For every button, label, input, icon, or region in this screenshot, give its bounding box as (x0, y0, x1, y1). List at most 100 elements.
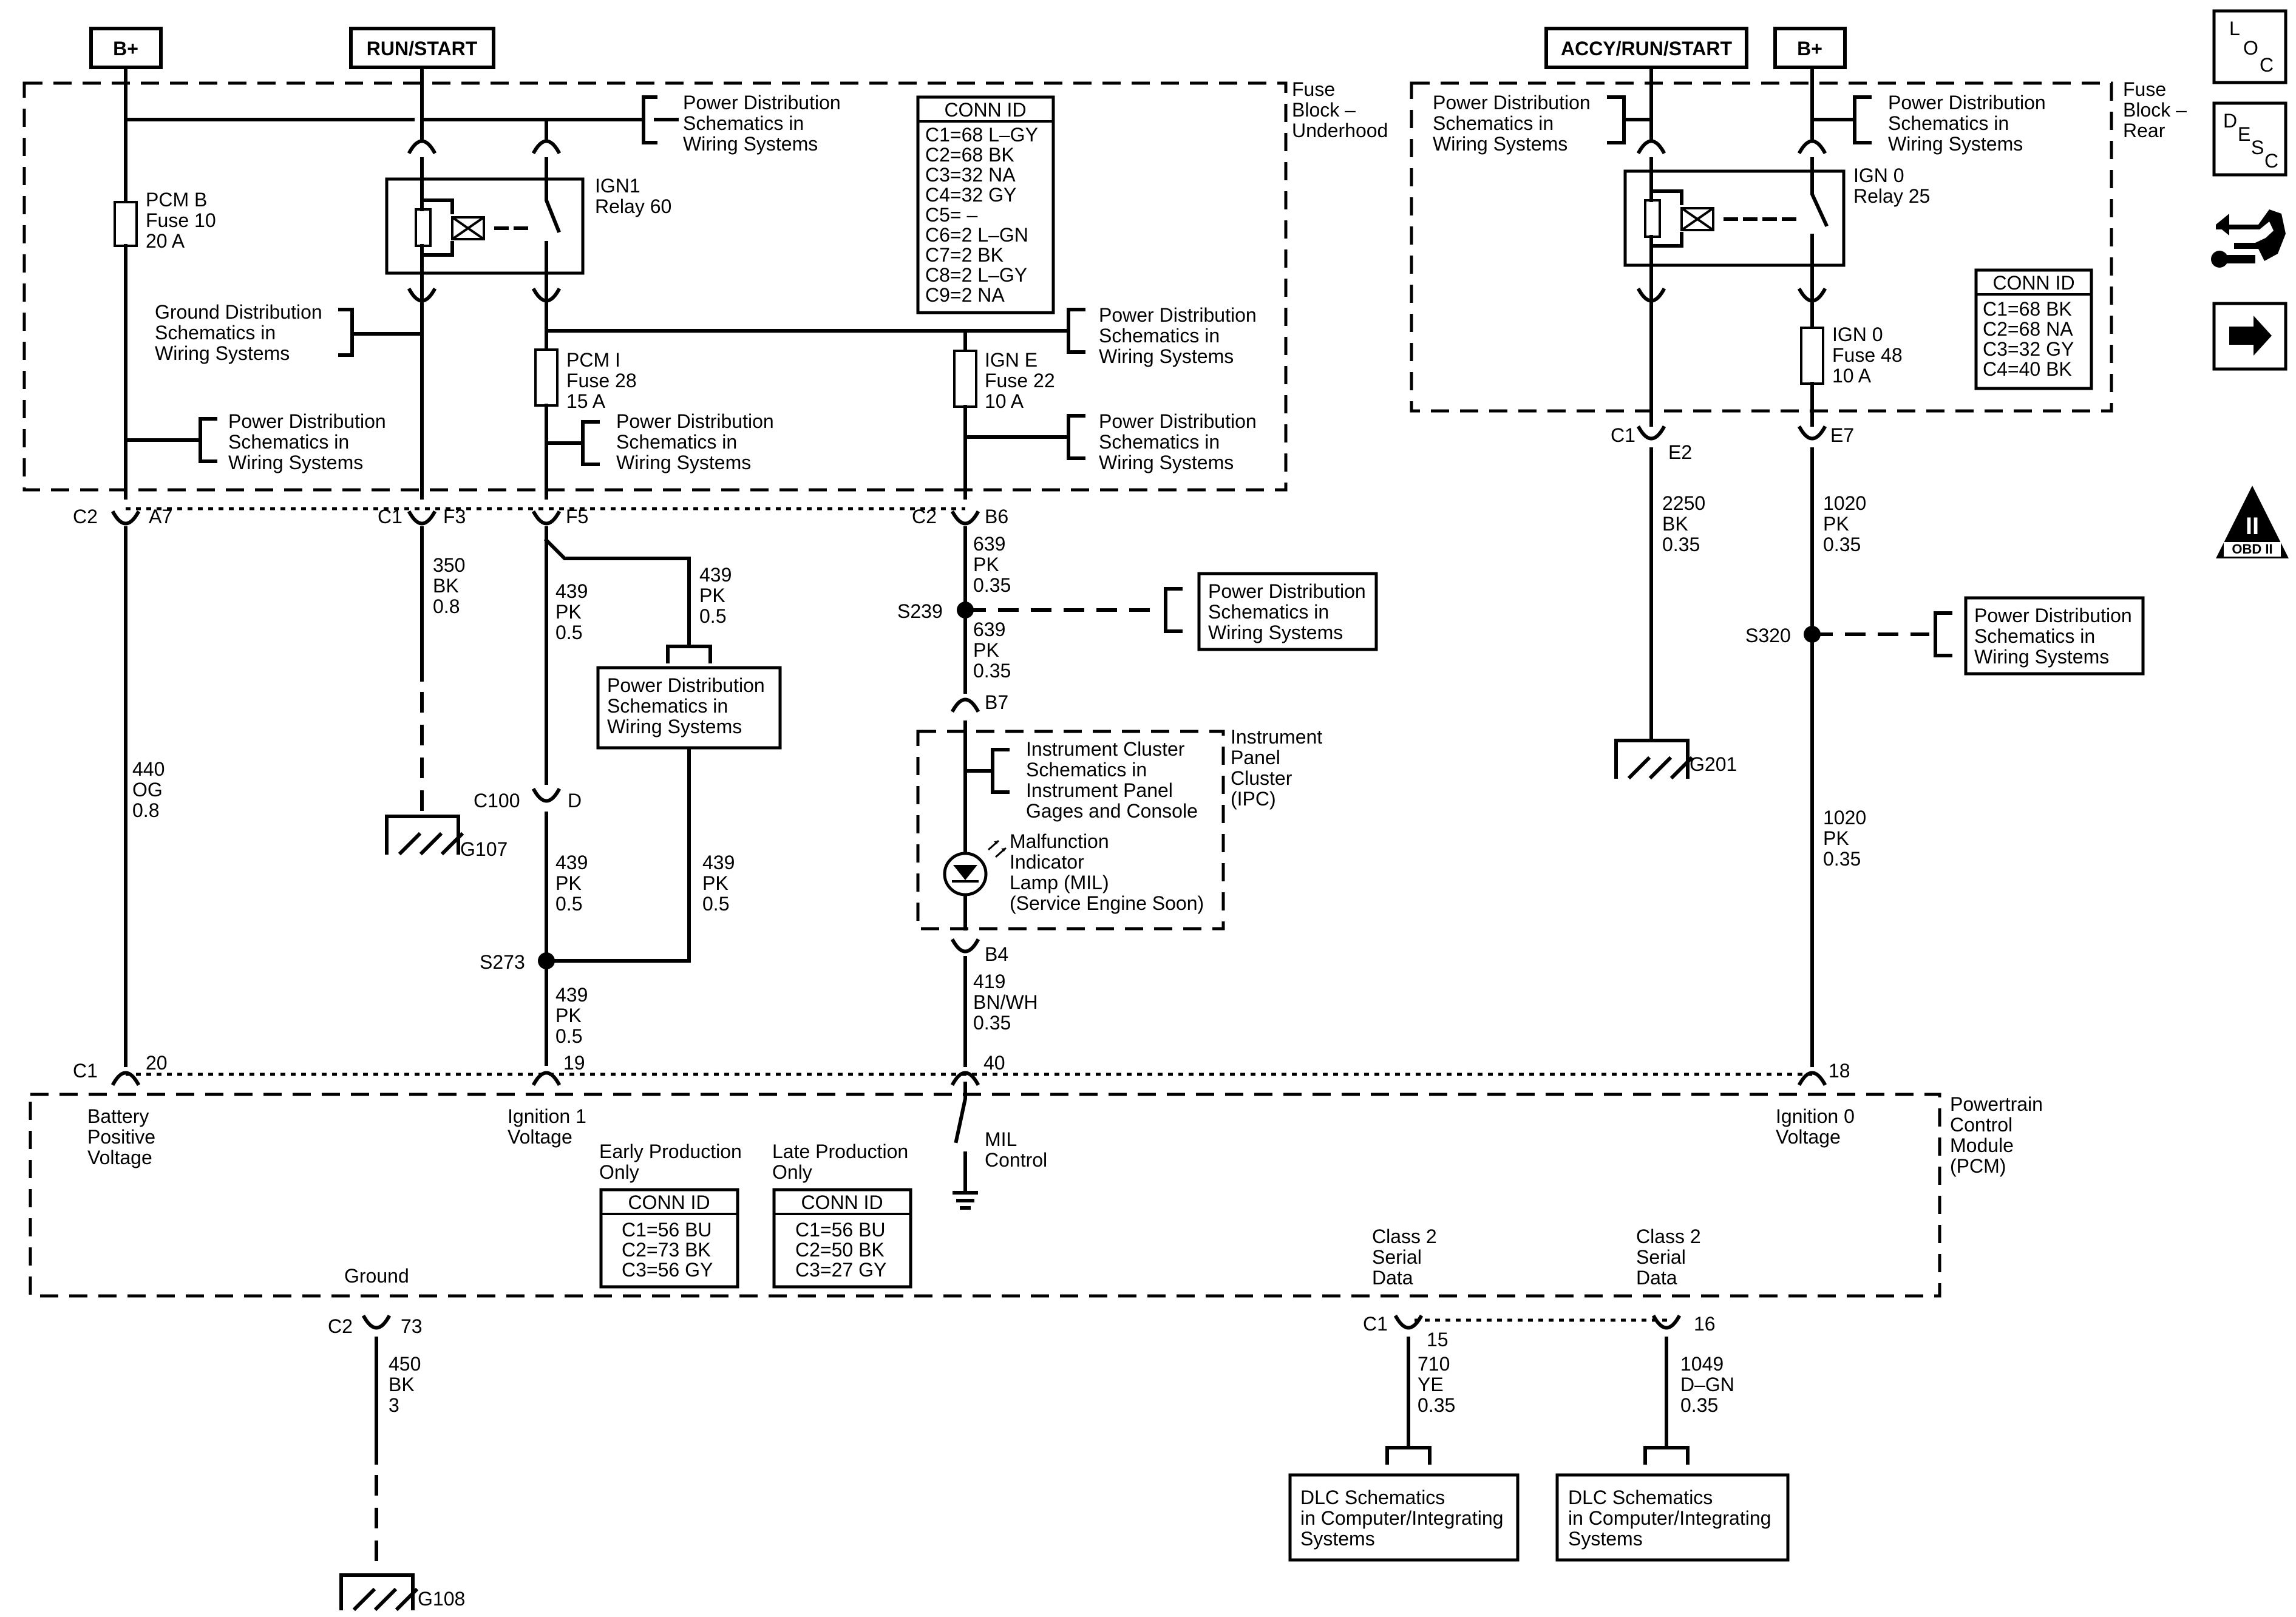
pcm-class2-b-label: Class 2 Serial Data (1636, 1225, 1707, 1289)
pcm-boundary (29, 1093, 1941, 1298)
fuse-block-underhood-boundary (22, 81, 1288, 492)
source-accy-run-start: ACCY/RUN/START (1544, 27, 1748, 69)
conn-18-label: 18 (1829, 1060, 1850, 1082)
conn-e7-label: E7 (1830, 424, 1854, 446)
class2-circuits (1385, 1337, 1690, 1465)
svg-text:CONN ID: CONN ID (628, 1192, 710, 1213)
conn-16-label: 16 (1694, 1313, 1716, 1335)
conn-id-rear: CONN ID C1=68 BK C2=68 NA C3=32 GY C4=40… (1974, 268, 2093, 390)
conn-c100-label: C100 (474, 790, 520, 812)
pcm-class2-a-label: Class 2 Serial Data (1372, 1225, 1442, 1289)
conn-40-label: 40 (983, 1052, 1005, 1074)
svg-text:CONN ID: CONN ID (801, 1192, 883, 1213)
conn-20-label: 20 (146, 1052, 168, 1074)
splice-s239 (957, 602, 974, 619)
pcm-ground-label: Ground (344, 1265, 409, 1287)
conn-id-underhood: CONN ID C1=68 L–GY C2=68 BK C3=32 NA C4=… (916, 95, 1055, 314)
svg-text:B+: B+ (1797, 38, 1822, 59)
svg-text:OBD II: OBD II (2232, 541, 2272, 557)
fuse-ign-0: IGN 0 Fuse 48 10 A (1832, 324, 1908, 387)
circuit-ign-e (953, 329, 1070, 1067)
svg-text:C: C (2264, 150, 2278, 172)
svg-text:E: E (2238, 123, 2250, 145)
conn-c1-label: C1 (378, 506, 402, 527)
wire-440: 440 OG 0.8 (132, 758, 170, 821)
splice-s239-label: S239 (897, 600, 943, 622)
svg-text:C1=56 BU C2=73 BK: C1=56 BU C2=73 BK C3=56 GY (622, 1219, 717, 1281)
conn-c1-pcm-label: C1 (73, 1060, 98, 1082)
ground-g107: G107 (385, 815, 508, 860)
relay-ign0-label: IGN 0 Relay 25 (1853, 164, 1930, 207)
conn-73-label: 73 (401, 1315, 423, 1337)
svg-text:C1=56 BU C2=50 BK: C1=56 BU C2=50 BK C3=27 GY (795, 1219, 891, 1281)
conn-b6-label: B6 (985, 506, 1008, 527)
ipc-label: Instrument Panel Cluster (IPC) (1231, 726, 1328, 810)
conn-c1-class2-label: C1 (1363, 1313, 1388, 1335)
wire-639b: 639 PK 0.35 (973, 619, 1011, 682)
conn-f3-label: F3 (443, 506, 466, 527)
wire-439d: 439 PK 0.5 (702, 852, 740, 915)
svg-text:II: II (2246, 513, 2259, 540)
conn-19-label: 19 (563, 1052, 585, 1074)
circuit-pcm-i (534, 296, 967, 1066)
conn-f5-label: F5 (566, 506, 588, 527)
wire-1049: 1049 D–GN 0.35 (1680, 1353, 1740, 1416)
fuse-ign-e: IGN E Fuse 22 10 A (985, 349, 1061, 412)
wire-350: 350 BK 0.8 (433, 554, 470, 617)
source-run-start: RUN/START (349, 27, 495, 69)
wire-439e: 439 PK 0.5 (555, 984, 593, 1047)
svg-text:L: L (2229, 18, 2240, 39)
splice-s273-label: S273 (480, 951, 525, 973)
svg-text:B+: B+ (113, 38, 138, 59)
pcm-label: Powertrain Control Module (PCM) (1950, 1093, 2048, 1177)
pcm-ign1-label: Ignition 1 Voltage (508, 1105, 592, 1148)
svg-text:C1=68 BK C2=68 NA: C1=68 BK C2=68 NA C3=32 GY C4=40 BK (1983, 298, 2079, 380)
conn-b4-label: B4 (985, 943, 1008, 965)
wire-439b: 439 PK 0.5 (699, 564, 737, 627)
circuit-ign0 (1649, 296, 1824, 1067)
ipc-boundary (916, 730, 1225, 931)
svg-text:G108: G108 (418, 1588, 465, 1610)
connector-wrench-icon[interactable] (2211, 209, 2286, 268)
desc-icon[interactable]: D E S C (2212, 101, 2288, 177)
svg-text:CONN ID: CONN ID (944, 99, 1026, 121)
mil-lamp-label: Malfunction Indicator Lamp (MIL) (Servic… (1010, 830, 1204, 914)
fuse-pcm-i: PCM I Fuse 28 15 A (566, 349, 642, 412)
mil-lamp-icon (943, 839, 1007, 897)
wire-2250: 2250 BK 0.35 (1662, 492, 1711, 555)
svg-text:C1=68 L–GY C2=68 BK: C1=68 L–GY C2=68 BK C3=32 NA C4=32 GY C5… (925, 124, 1043, 306)
svg-text:G107: G107 (460, 838, 508, 860)
relay-ign1-label: IGN1 Relay 60 (595, 175, 671, 217)
wire-1020a: 1020 PK 0.35 (1823, 492, 1872, 555)
circuit-350 (350, 296, 424, 816)
next-arrow-icon[interactable] (2212, 302, 2288, 371)
loc-icon[interactable]: L O C (2212, 9, 2288, 84)
